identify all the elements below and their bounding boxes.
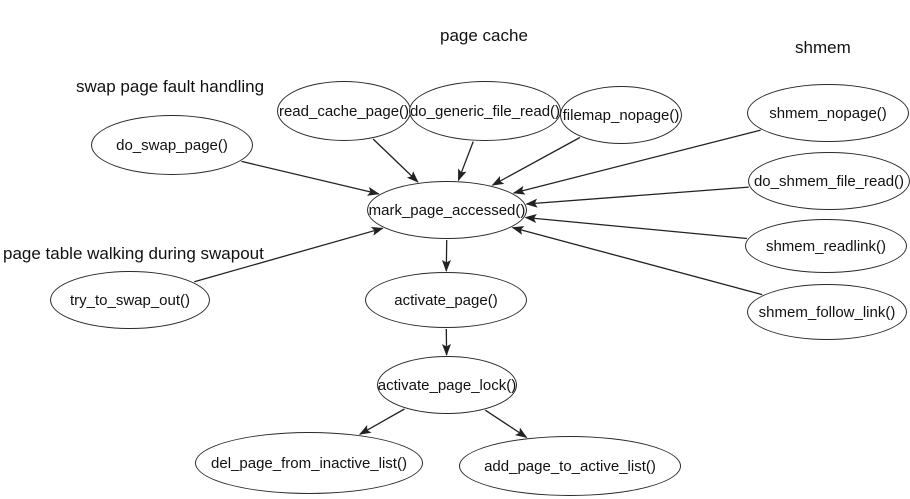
edge-activate_page_lock-to-add_page_to_active_list [484,409,528,438]
edge-filemap_nopage-to-mark_page_accessed [491,136,581,186]
node-label: filemap_nopage() [562,106,680,124]
node-do_swap_page: do_swap_page() [91,115,253,175]
node-shmem_readlink: shmem_readlink() [745,219,907,273]
node-shmem_nopage: shmem_nopage() [747,84,909,142]
node-label: activate_page_lock() [377,376,517,394]
edge-activate_page_lock-to-del_page_from_inactive_list [358,408,405,435]
caption-page-table-walking-during-swapout: page table walking during swapout [3,244,264,263]
node-del_page_from_inactive_list: del_page_from_inactive_list() [195,432,423,494]
node-label: shmem_nopage() [769,104,887,122]
edge-do_generic_file_read-to-mark_page_accessed [457,141,474,182]
caption-swap-page-fault-handling: swap page fault handling [76,77,265,96]
node-label: shmem_follow_link() [758,303,896,321]
node-read_cache_page: read_cache_page() [277,81,411,141]
node-label: do_shmem_file_read() [753,172,905,190]
node-label: do_swap_page() [116,136,228,154]
node-activate_page_lock: activate_page_lock() [377,356,517,414]
node-mark_page_accessed: mark_page_accessed() [367,181,527,239]
node-activate_page: activate_page() [365,272,527,328]
node-try_to_swap_out: try_to_swap_out() [50,271,210,329]
node-label: try_to_swap_out() [69,291,191,309]
edge-shmem_readlink-to-mark_page_accessed [524,214,748,240]
node-label: add_page_to_active_list() [484,457,656,475]
node-label: del_page_from_inactive_list() [211,454,407,472]
edge-try_to_swap_out-to-mark_page_accessed [194,226,384,283]
node-label: shmem_readlink() [765,237,887,255]
node-do_generic_file_read: do_generic_file_read() [409,81,561,141]
node-do_shmem_file_read: do_shmem_file_read() [748,152,910,210]
node-label: mark_page_accessed() [368,201,526,219]
node-add_page_to_active_list: add_page_to_active_list() [459,436,681,496]
node-label: read_cache_page() [278,102,410,120]
node-shmem_follow_link: shmem_follow_link() [747,284,907,340]
edge-shmem_follow_link-to-mark_page_accessed [511,226,763,296]
node-filemap_nopage: filemap_nopage() [560,86,682,144]
edge-do_swap_page-to-mark_page_accessed [241,160,380,196]
node-label: activate_page() [394,291,498,309]
node-label: do_generic_file_read() [409,102,561,120]
edge-shmem_nopage-to-mark_page_accessed [512,129,761,195]
caption-shmem: shmem [795,38,851,57]
edge-do_shmem_file_read-to-mark_page_accessed [525,186,749,208]
edge-read_cache_page-to-mark_page_accessed [372,138,419,183]
caption-page-cache: page cache [440,26,528,45]
